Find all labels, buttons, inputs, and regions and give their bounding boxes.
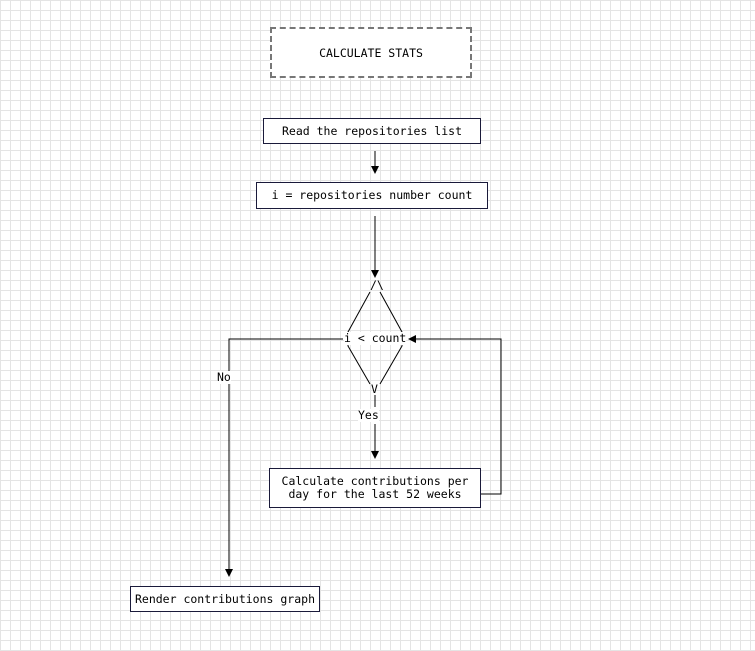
- step-init-count: i = repositories number count: [256, 182, 488, 209]
- step-calculate-contributions: Calculate contributions per day for the …: [269, 468, 481, 508]
- step-read-repositories-text: Read the repositories list: [281, 123, 462, 138]
- step-init-count-text: i = repositories number count: [271, 188, 473, 202]
- decision-condition: i < count: [344, 331, 407, 345]
- step-render-graph-text: Render contributions graph: [134, 591, 315, 606]
- yes-label: Yes: [358, 408, 379, 422]
- decision-top-mark: /\: [370, 278, 384, 292]
- no-label: No: [217, 370, 231, 384]
- diagram-title: CALCULATE STATS: [319, 45, 423, 60]
- step-read-repositories: Read the repositories list: [263, 118, 481, 144]
- arrow-decision-to-render: [225, 338, 343, 577]
- decision-bottom-mark: V: [371, 382, 378, 396]
- step-render-graph: Render contributions graph: [130, 586, 320, 612]
- title-box: CALCULATE STATS: [270, 27, 472, 78]
- step-calculate-contributions-text: Calculate contributions per day for the …: [281, 474, 469, 501]
- arrow-loop-back: [408, 335, 502, 495]
